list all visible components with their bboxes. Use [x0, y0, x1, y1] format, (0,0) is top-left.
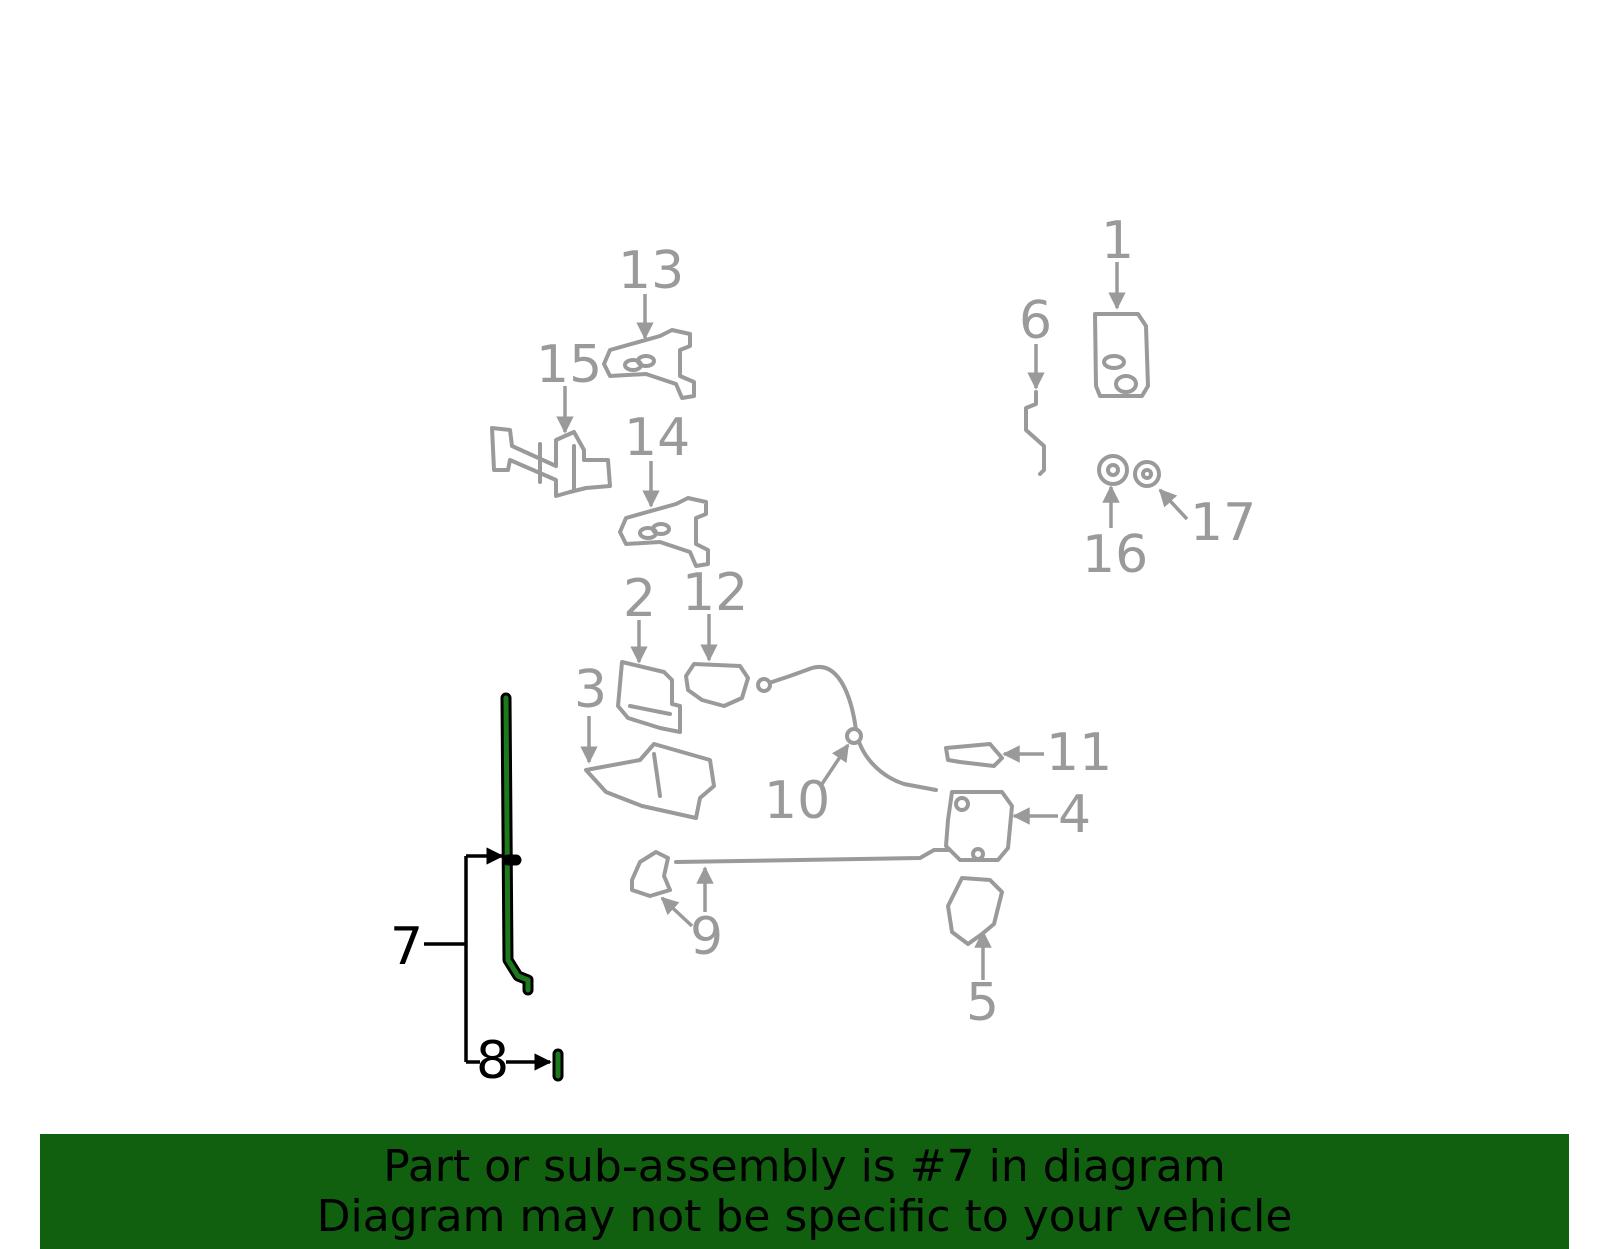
callout-3: 3 [574, 660, 607, 720]
callout-12: 12 [682, 563, 748, 623]
part-14-lower-hinge[interactable] [618, 496, 710, 568]
part-12-inside-handle[interactable] [684, 662, 750, 708]
leader-10 [820, 743, 850, 785]
callout-11: 11 [1046, 723, 1112, 783]
callout-1: 1 [1101, 211, 1134, 271]
leader-7-bracket [424, 856, 480, 1064]
part-10-cable[interactable] [756, 664, 938, 792]
part-7-highlighted-rod[interactable] [500, 692, 534, 996]
part-16-lock-cylinder[interactable] [1097, 454, 1129, 486]
part-17-cylinder-cap[interactable] [1133, 460, 1161, 488]
part-1-outside-handle[interactable] [1093, 312, 1150, 398]
part-6-rod[interactable] [1024, 390, 1046, 476]
callout-17: 17 [1190, 493, 1256, 553]
callout-16: 16 [1082, 525, 1148, 585]
leader-17 [1158, 488, 1189, 521]
callout-9: 9 [690, 907, 723, 967]
part-4-door-latch[interactable] [944, 790, 1014, 862]
part-3-handle-bezel[interactable] [584, 742, 716, 820]
callout-8: 8 [476, 1031, 509, 1091]
leader-9b [660, 896, 694, 928]
callout-4: 4 [1058, 785, 1091, 845]
callout-2: 2 [623, 569, 656, 629]
banner-line-part: Part or sub-assembly is #7 in diagram [383, 1141, 1226, 1192]
callout-15: 15 [536, 335, 602, 395]
callout-7: 7 [390, 917, 423, 977]
callout-6: 6 [1019, 291, 1052, 351]
part-13-upper-hinge[interactable] [602, 328, 696, 400]
part-5-latch-cover[interactable] [946, 876, 1004, 946]
part-2-handle-bracket[interactable] [616, 660, 682, 734]
callout-14: 14 [624, 408, 690, 468]
part-11-clip[interactable] [944, 742, 1004, 768]
part-9-lock-rod[interactable] [630, 848, 950, 898]
part-15-door-check[interactable] [490, 426, 612, 498]
callout-10: 10 [764, 771, 830, 831]
info-banner: Part or sub-assembly is #7 in diagram Di… [40, 1134, 1569, 1249]
callout-13: 13 [618, 241, 684, 301]
callout-5: 5 [966, 973, 999, 1033]
banner-line-disclaimer: Diagram may not be specific to your vehi… [316, 1191, 1293, 1242]
